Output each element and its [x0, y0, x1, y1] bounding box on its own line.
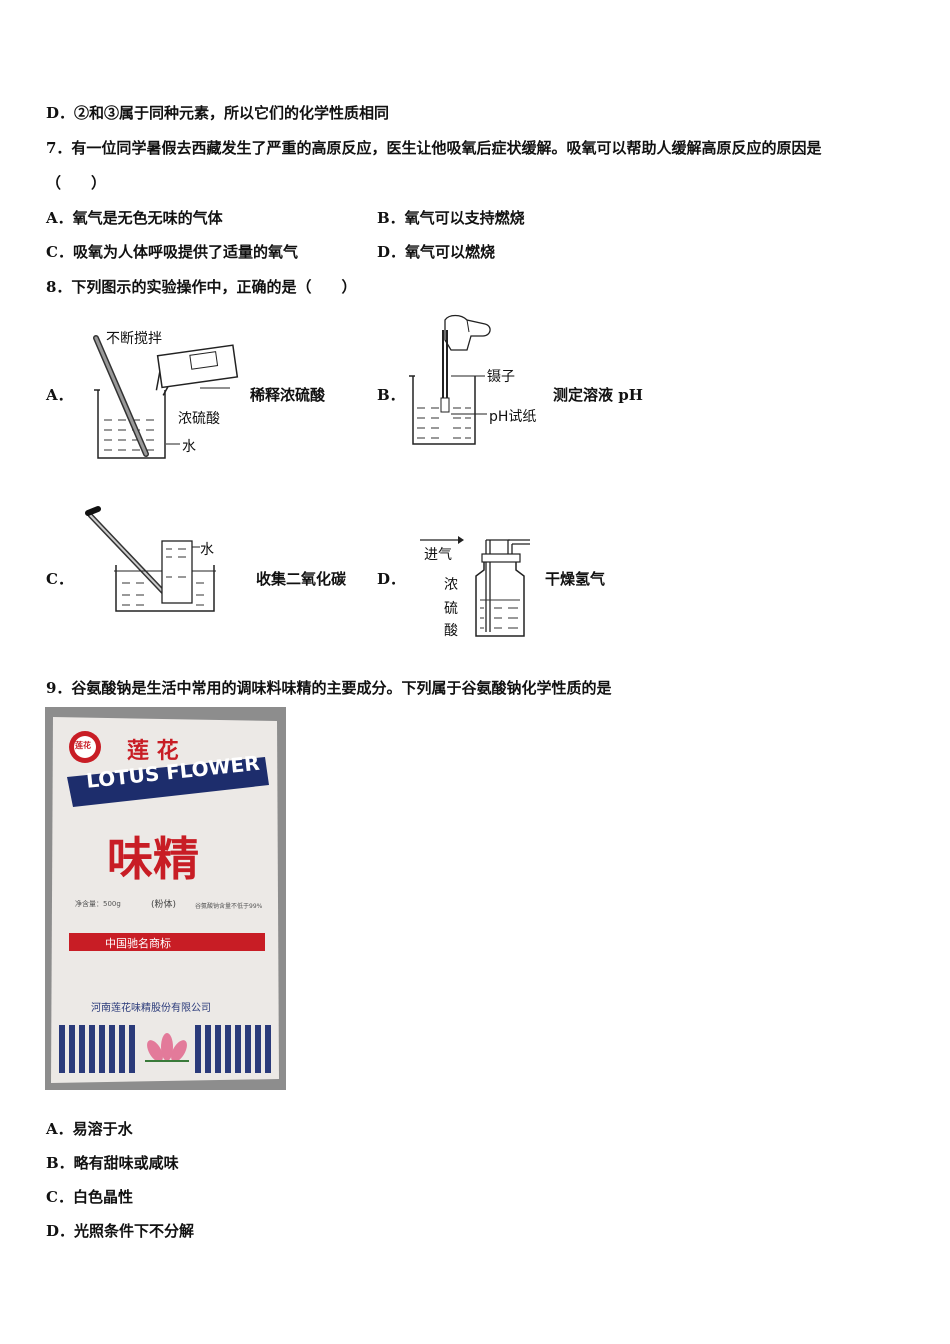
label-ph-paper: pH试纸 [489, 409, 537, 425]
label-tweezers: 镊子 [487, 369, 515, 385]
label-liu: 硫 [444, 601, 458, 617]
q7-stem: 7．有一位同学暑假去西藏发生了严重的高原反应，医生让他吸氧后症状缓解。吸氧可以帮… [46, 139, 822, 157]
diagram-dry-hydrogen: 进气 浓 硫 酸 [418, 532, 538, 642]
q9-option-b: B．略有甜味或咸味 [46, 1154, 179, 1172]
label-water: 水 [182, 439, 196, 455]
q9-option-c: C．白色晶性 [46, 1188, 133, 1206]
q9-option-a: A．易溶于水 [46, 1120, 133, 1138]
q9-option-d: D．光照条件下不分解 [46, 1222, 195, 1240]
q9-stem: 9．谷氨酸钠是生活中常用的调味料味精的主要成分。下列属于谷氨酸钠化学性质的是 [46, 679, 612, 697]
q8-b-caption: 测定溶液 pH [553, 386, 643, 404]
label-water-c: 水 [200, 542, 214, 558]
company-name: 河南莲花味精股份有限公司 [91, 1003, 211, 1014]
product-form: (粉体) [151, 900, 177, 910]
logo-text: 莲花 [75, 741, 91, 750]
q6-option-d: D．②和③属于同种元素，所以它们的化学性质相同 [46, 104, 390, 122]
product-name: 味精 [107, 832, 199, 886]
label-suan: 酸 [444, 623, 458, 639]
q8-a-letter: A． [46, 386, 73, 404]
banner-text: 中国驰名商标 [105, 937, 171, 950]
diagram-collect-co2: 水 [84, 505, 244, 615]
q8-a-caption: 稀释浓硫酸 [250, 386, 326, 404]
net-weight: 净含量：500g [75, 900, 121, 908]
label-conc-acid: 浓硫酸 [178, 411, 220, 427]
q8-stem: 8．下列图示的实验操作中，正确的是（ ） [46, 278, 357, 296]
label-stir: 不断搅拌 [106, 331, 162, 347]
q7-option-a: A．氧气是无色无味的气体 [46, 209, 223, 227]
q7-paren: （ ） [46, 174, 107, 192]
q8-d-letter: D． [377, 570, 406, 588]
label-inlet: 进气 [424, 547, 452, 563]
q8-b-letter: B． [377, 386, 405, 404]
q8-c-letter: C． [46, 570, 73, 588]
brand-cn: 莲 花 [127, 739, 179, 764]
q7-option-b: B．氧气可以支持燃烧 [377, 209, 525, 227]
q8-c-caption: 收集二氧化碳 [256, 570, 347, 588]
q7-option-c: C．吸氧为人体呼吸提供了适量的氧气 [46, 243, 298, 261]
q7-option-d: D．氧气可以燃烧 [377, 243, 496, 261]
label-nong: 浓 [444, 577, 458, 593]
diagram-dilute-acid: 不断搅拌 浓硫酸 水 [80, 320, 250, 465]
purity: 谷氨酸钠含量不低于99% [195, 903, 263, 910]
diagram-ph-test: 镊子 pH试纸 [405, 310, 550, 450]
msg-package-photo: 莲花 莲 花 LOTUS FLOWER 味精 净含量：500g (粉体) 谷氨酸… [45, 707, 286, 1090]
q8-d-caption: 干燥氢气 [545, 570, 606, 588]
